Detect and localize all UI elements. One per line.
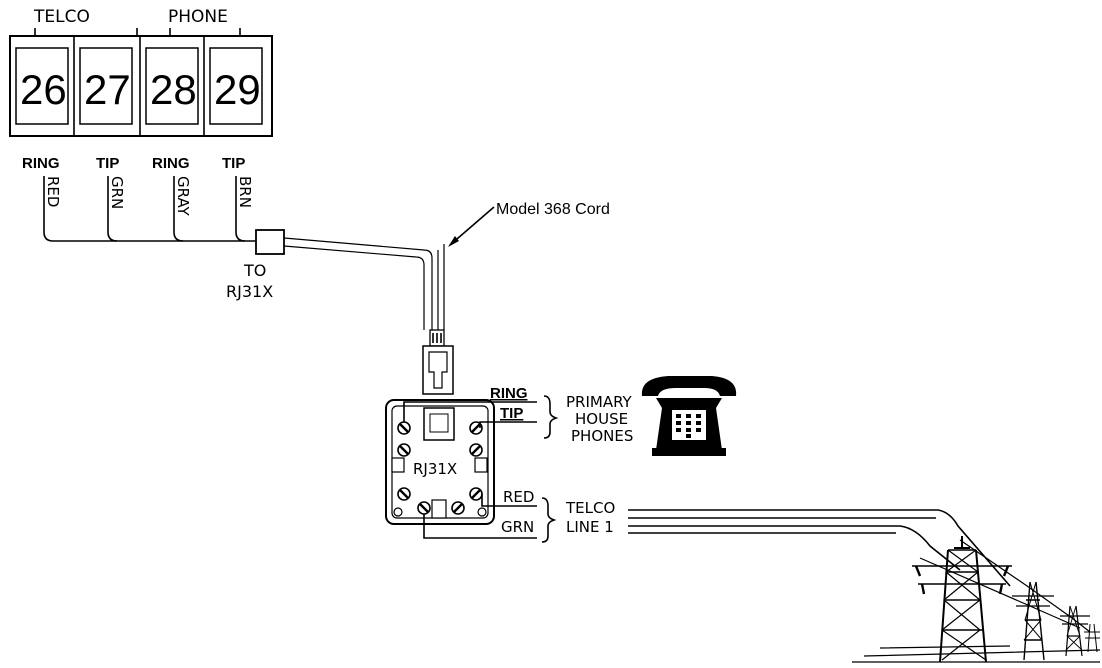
- terminal-dividers: [73, 36, 205, 136]
- jack-mount-hole-right: [477, 507, 487, 517]
- wire-gray: [173, 176, 184, 242]
- jack-outer-frame: [385, 399, 495, 525]
- rj-plug: [422, 345, 454, 395]
- jack-tab-right: [474, 457, 488, 473]
- group-bracket-ticks: [34, 28, 241, 36]
- terminal-block: TELCO PHONE 26 27 28 29 RING TIP RING TI…: [9, 7, 273, 242]
- telco-red-wire: [481, 494, 537, 507]
- terminal-number-29: 29: [214, 66, 261, 113]
- telco-grn-label: GRN: [501, 518, 534, 536]
- ring-label: RING: [490, 385, 528, 402]
- house-desc-line3: PHONES: [571, 427, 633, 445]
- jack-socket-inner: [429, 413, 449, 433]
- cord-line-back: [437, 244, 445, 330]
- rj31x-jack: RJ31X: [385, 399, 537, 539]
- terminal-number-27: 27: [84, 66, 131, 113]
- cord-label: Model 368 Cord: [496, 201, 610, 218]
- tip-wire: [479, 421, 537, 428]
- cord-line-inner: [283, 245, 425, 330]
- house-side-labels: RING TIP PRIMARY HOUSE PHONES: [490, 385, 633, 445]
- power-tower-icon: [852, 536, 1101, 663]
- wire-grn: [107, 176, 118, 242]
- terminal-28: [145, 47, 199, 125]
- wire-color-grn: GRN: [108, 176, 126, 209]
- cord-leader-arrow: [448, 236, 459, 247]
- connector-to-label: TO: [243, 261, 266, 280]
- terminal-number-28: 28: [150, 66, 197, 113]
- cord-line-outer: [283, 237, 433, 330]
- telephone-icon: [641, 376, 737, 456]
- wire-red: [43, 176, 258, 242]
- terminal-function-tip-2: TIP: [222, 155, 245, 172]
- house-desc-line1: PRIMARY: [566, 393, 633, 411]
- jack-tab-left: [391, 457, 405, 473]
- telco-desc-line2: LINE 1: [566, 518, 614, 536]
- wire-color-red: RED: [44, 176, 62, 207]
- terminal-block-outline: [9, 35, 273, 137]
- block-connector: [255, 229, 285, 255]
- telco-side-labels: RED GRN TELCO LINE 1: [501, 488, 615, 543]
- house-brace: [543, 395, 559, 439]
- wire-brn: [235, 176, 246, 242]
- jack-socket: [423, 407, 455, 441]
- terminal-29: [209, 47, 263, 125]
- wire-color-brn: BRN: [236, 176, 254, 208]
- telco-grn-wire: [423, 514, 537, 539]
- terminal-26: [15, 47, 69, 125]
- wire-color-gray: GRAY: [174, 176, 192, 217]
- cord-assembly: TO RJ31X Model 368 Cord: [226, 201, 610, 395]
- jack-label: RJ31X: [413, 460, 457, 478]
- plug-latch: [428, 351, 448, 389]
- cord-leader-line: [449, 206, 495, 246]
- telco-red-label: RED: [503, 488, 534, 506]
- ring-wire: [403, 401, 537, 422]
- plug-ribs: [432, 333, 442, 343]
- connector-jack-label: RJ31X: [226, 282, 273, 301]
- terminal-function-ring-2: RING: [152, 155, 190, 172]
- jack-screw-slots: [399, 423, 481, 513]
- house-desc-line2: HOUSE: [575, 410, 628, 428]
- terminal-27: [79, 47, 133, 125]
- terminal-number-26: 26: [20, 66, 67, 113]
- tip-label: TIP: [500, 405, 523, 422]
- jack-mount-hole-left: [393, 507, 403, 517]
- telco-desc-line1: TELCO: [565, 499, 615, 517]
- telco-group-label: TELCO: [33, 7, 90, 27]
- phone-group-label: PHONE: [168, 7, 228, 27]
- terminal-function-ring-1: RING: [22, 155, 60, 172]
- jack-bottom-tab: [431, 499, 447, 519]
- telco-line: [628, 509, 1091, 633]
- telco-brace: [541, 497, 557, 543]
- terminal-function-tip-1: TIP: [96, 155, 119, 172]
